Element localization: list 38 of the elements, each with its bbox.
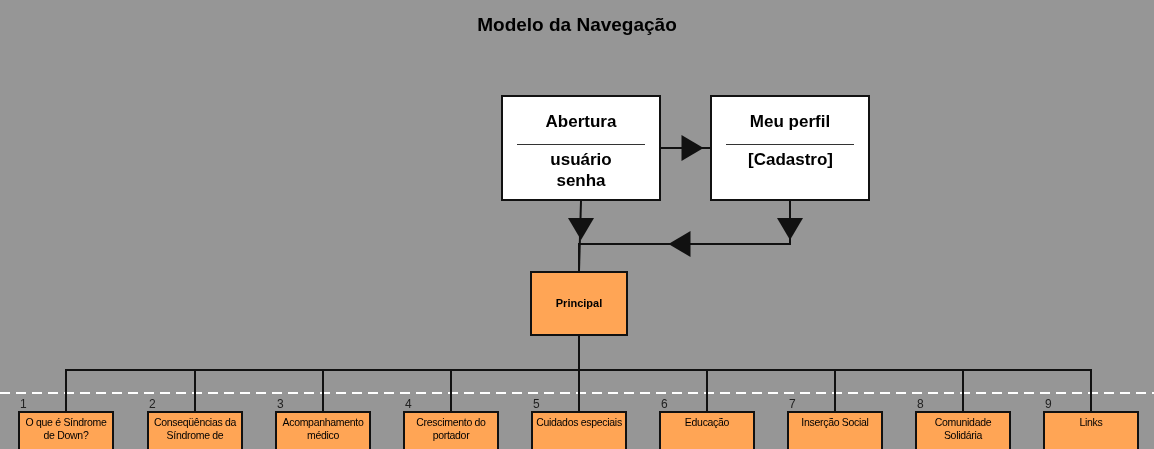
section-label: Cuidados especiais: [535, 416, 623, 429]
section-label: Inserção Social: [800, 416, 870, 429]
arrow: [660, 135, 711, 161]
section-number: 4: [405, 397, 412, 411]
section-box: [275, 411, 371, 449]
diagram-title: Modelo da Navegação: [476, 14, 678, 36]
section-box: [915, 411, 1011, 449]
section-box: [147, 411, 243, 449]
section-number: 3: [277, 397, 284, 411]
page-heading: Meu perfil: [749, 111, 831, 132]
section-box: [530, 271, 628, 336]
page-body: usuário senha: [517, 144, 645, 191]
section-box: [18, 411, 114, 449]
section-number: 8: [917, 397, 924, 411]
section-label: Crescimento do portador: [415, 416, 487, 442]
page-heading: Abertura: [545, 111, 617, 132]
page-box: [710, 95, 870, 201]
section-label: Links: [1078, 416, 1104, 429]
section-label: Conseqüências da Síndrome de: [152, 416, 238, 442]
section-number: 2: [149, 397, 156, 411]
page-body: [Cadastro]: [726, 144, 854, 170]
section-label: Educação: [683, 416, 731, 429]
section-number: 1: [20, 397, 27, 411]
section-number: 7: [789, 397, 796, 411]
node-label: Principal: [554, 297, 604, 310]
section-label: O que é Síndrome de Down?: [24, 416, 108, 442]
section-number: 5: [533, 397, 540, 411]
page-box: [501, 95, 661, 201]
section-box: [403, 411, 499, 449]
section-box: [531, 411, 627, 449]
section-box: [1043, 411, 1139, 449]
section-label: Comunidade Solidária: [933, 416, 993, 442]
arrow: [578, 200, 803, 272]
section-box: [787, 411, 883, 449]
section-label: Acompanhamento médico: [281, 416, 365, 442]
section-box: [659, 411, 755, 449]
section-number: 6: [661, 397, 668, 411]
section-number: 9: [1045, 397, 1052, 411]
